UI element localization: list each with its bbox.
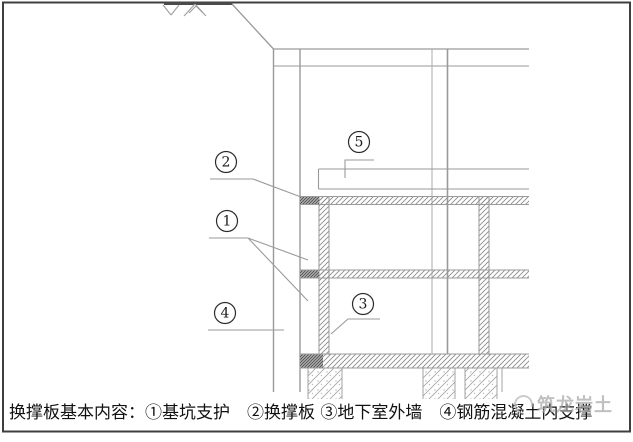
leader-callout-3 <box>330 318 380 335</box>
pile <box>307 368 343 399</box>
pile <box>422 368 456 399</box>
callout-2-label: 2 <box>222 155 231 171</box>
capping-beam-lines <box>273 48 529 67</box>
leader-lines <box>208 159 380 335</box>
callout-1: 1 <box>215 209 239 233</box>
foundation-piles <box>307 368 503 399</box>
callout-4-label: 4 <box>221 306 230 322</box>
callout-1-label: 1 <box>223 214 232 230</box>
soil-hatch-ticks <box>162 3 207 17</box>
callout-5: 5 <box>347 130 371 154</box>
retaining-wall <box>272 49 301 392</box>
outer-border <box>2 1 631 433</box>
figure-caption: 换撑板基本内容：①基坑支护 ②换撑板 ③地下室外墙 ④钢筋混凝土内支撑 <box>9 403 593 423</box>
transfer-slab-piece-1 <box>300 196 319 205</box>
leader-callout-1 <box>209 237 309 302</box>
transfer-slab-piece-2 <box>300 270 319 278</box>
callout-3: 3 <box>351 292 375 316</box>
transfer-slab-piece-3 <box>300 354 323 368</box>
leader-callout-5 <box>344 159 374 178</box>
pile <box>464 368 498 399</box>
leader-callout-2 <box>210 178 302 198</box>
floor-slab-b2 <box>300 269 529 279</box>
callout-2: 2 <box>214 150 238 174</box>
callout-5-label: 5 <box>355 135 364 151</box>
edge-beam <box>317 168 529 190</box>
ground-surface <box>162 2 232 17</box>
base-slab <box>300 353 529 369</box>
floor-slab-b1 <box>300 196 529 205</box>
callout-3-label: 3 <box>359 297 368 313</box>
callout-4: 4 <box>213 301 237 325</box>
excavation-slope-line <box>231 3 274 50</box>
